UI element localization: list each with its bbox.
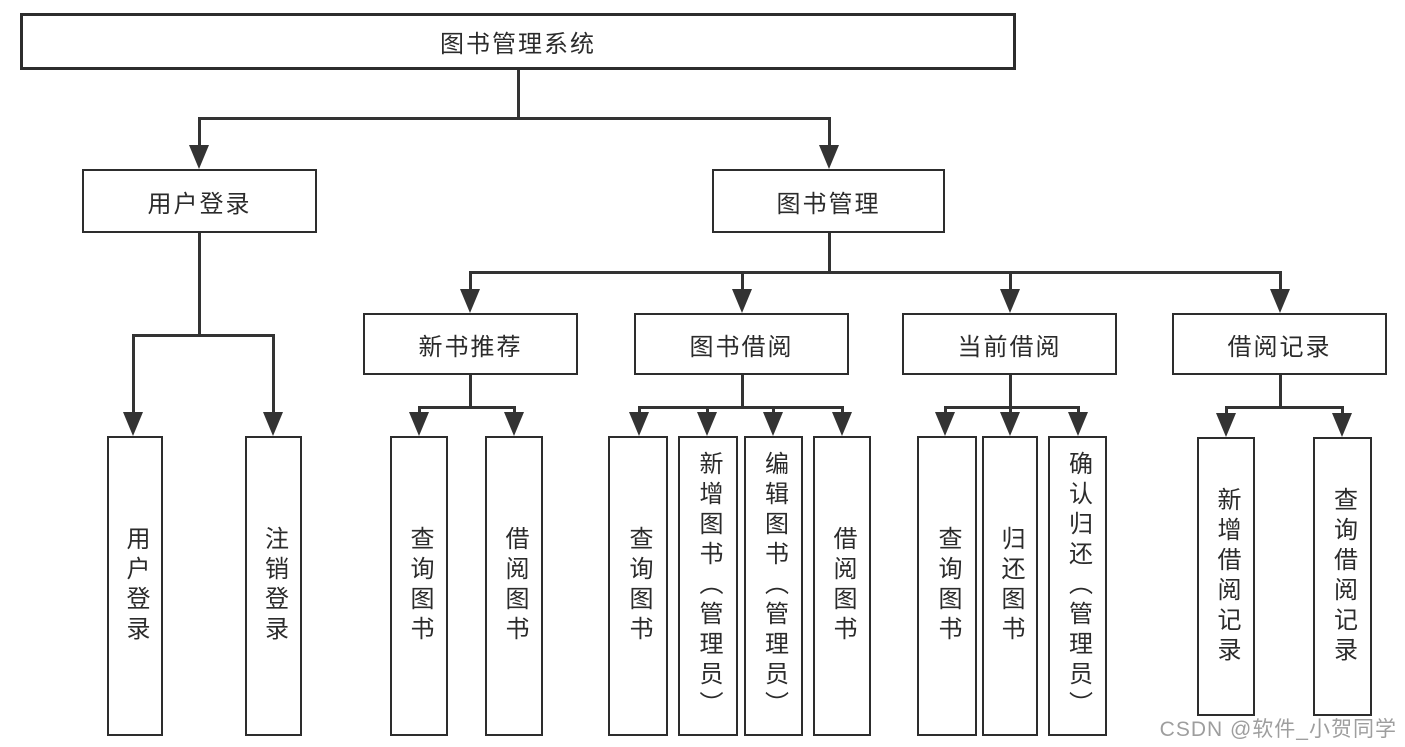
arrowhead-down-icon bbox=[763, 412, 783, 436]
connector-line bbox=[468, 271, 472, 293]
connector-line bbox=[1224, 406, 1344, 409]
node-user-login: 用户登录 bbox=[82, 169, 317, 233]
arrowhead-down-icon bbox=[697, 412, 717, 436]
connector-line bbox=[637, 406, 641, 417]
arrowhead-down-icon bbox=[819, 145, 839, 169]
node-label: 新增借阅记录 bbox=[1213, 486, 1240, 667]
connector-line bbox=[131, 334, 275, 337]
node-label: 图书借阅 bbox=[689, 333, 794, 361]
arrowhead-down-icon bbox=[189, 145, 209, 169]
node-label: 新书推荐 bbox=[418, 333, 523, 361]
arrowhead-down-icon bbox=[409, 412, 429, 436]
arrowhead-down-icon bbox=[732, 289, 752, 313]
arrowhead-down-icon bbox=[123, 412, 143, 436]
watermark: CSDN @软件_小贺同学 bbox=[1159, 718, 1397, 741]
connector-line bbox=[771, 406, 775, 417]
arrowhead-down-icon bbox=[1270, 289, 1290, 313]
node-library-management-system: 图书管理系统 bbox=[20, 13, 1016, 70]
leaf-query-books-recommend: 查询图书 bbox=[390, 436, 448, 736]
connector-line bbox=[468, 375, 472, 409]
arrowhead-down-icon bbox=[935, 412, 955, 436]
leaf-query-borrow-record: 查询借阅记录 bbox=[1313, 437, 1372, 716]
node-current-borrowing: 当前借阅 bbox=[902, 313, 1117, 375]
connector-line bbox=[1224, 406, 1228, 418]
connector-line bbox=[197, 117, 831, 120]
connector-line bbox=[840, 406, 844, 417]
connector-line bbox=[516, 70, 520, 119]
node-borrowing-records: 借阅记录 bbox=[1172, 313, 1387, 375]
connector-line bbox=[1076, 406, 1080, 417]
node-label: 注销登录 bbox=[260, 526, 288, 646]
node-label: 查询图书 bbox=[625, 526, 652, 646]
node-label: 编辑图书（管理员） bbox=[760, 451, 788, 721]
arrowhead-down-icon bbox=[629, 412, 649, 436]
connector-line bbox=[740, 271, 744, 293]
connector-line bbox=[943, 406, 947, 417]
arrowhead-down-icon bbox=[1068, 412, 1088, 436]
leaf-borrow-books-borrowing: 借阅图书 bbox=[813, 436, 871, 736]
connector-line bbox=[271, 334, 275, 416]
connector-line bbox=[417, 406, 516, 409]
arrowhead-down-icon bbox=[1000, 412, 1020, 436]
connector-line bbox=[943, 406, 1080, 409]
connector-line bbox=[1278, 375, 1282, 409]
node-label: 图书管理 bbox=[776, 190, 881, 218]
connector-line bbox=[1008, 406, 1012, 417]
leaf-borrow-books-recommend: 借阅图书 bbox=[485, 436, 543, 736]
connector-line bbox=[512, 406, 516, 417]
leaf-query-books-borrowing: 查询图书 bbox=[608, 436, 668, 736]
node-label: 归还图书 bbox=[997, 526, 1024, 646]
leaf-user-login: 用户登录 bbox=[107, 436, 163, 736]
connector-line bbox=[1008, 271, 1012, 293]
connector-line bbox=[1278, 271, 1282, 293]
connector-line bbox=[705, 406, 709, 417]
node-new-book-recommendation: 新书推荐 bbox=[363, 313, 578, 375]
connector-line bbox=[468, 271, 1282, 274]
node-label: 借阅图书 bbox=[829, 526, 856, 646]
arrowhead-down-icon bbox=[1000, 289, 1020, 313]
node-label: 查询图书 bbox=[406, 526, 433, 646]
connector-line bbox=[637, 406, 844, 409]
arrowhead-down-icon bbox=[460, 289, 480, 313]
node-label: 用户登录 bbox=[147, 190, 252, 218]
leaf-confirm-return-admin: 确认归还（管理员） bbox=[1048, 436, 1107, 736]
connector-line bbox=[417, 406, 421, 417]
node-label: 借阅记录 bbox=[1227, 333, 1332, 361]
connector-line bbox=[827, 117, 831, 150]
connector-line bbox=[1340, 406, 1344, 418]
node-label: 图书管理系统 bbox=[440, 31, 596, 58]
arrowhead-down-icon bbox=[1332, 413, 1352, 437]
connector-line bbox=[827, 233, 831, 274]
node-label: 当前借阅 bbox=[957, 333, 1062, 361]
connector-line bbox=[131, 334, 135, 416]
arrowhead-down-icon bbox=[1216, 413, 1236, 437]
connector-line bbox=[197, 233, 201, 337]
node-label: 新增图书（管理员） bbox=[695, 451, 722, 721]
leaf-logout: 注销登录 bbox=[245, 436, 302, 736]
connector-line bbox=[1008, 375, 1012, 409]
leaf-edit-book-admin: 编辑图书（管理员） bbox=[744, 436, 803, 736]
connector-line bbox=[740, 375, 744, 409]
node-label: 借阅图书 bbox=[501, 526, 528, 646]
arrowhead-down-icon bbox=[263, 412, 283, 436]
connector-line bbox=[197, 117, 201, 150]
node-label: 查询借阅记录 bbox=[1329, 486, 1357, 667]
node-label: 查询图书 bbox=[934, 526, 961, 646]
leaf-add-borrow-record: 新增借阅记录 bbox=[1197, 437, 1255, 716]
node-book-management: 图书管理 bbox=[712, 169, 945, 233]
leaf-add-book-admin: 新增图书（管理员） bbox=[678, 436, 738, 736]
leaf-return-book: 归还图书 bbox=[982, 436, 1038, 736]
arrowhead-down-icon bbox=[504, 412, 524, 436]
leaf-query-books-current: 查询图书 bbox=[917, 436, 977, 736]
arrowhead-down-icon bbox=[832, 412, 852, 436]
node-label: 用户登录 bbox=[122, 526, 149, 646]
node-book-borrowing: 图书借阅 bbox=[634, 313, 849, 375]
node-label: 确认归还（管理员） bbox=[1064, 451, 1092, 721]
